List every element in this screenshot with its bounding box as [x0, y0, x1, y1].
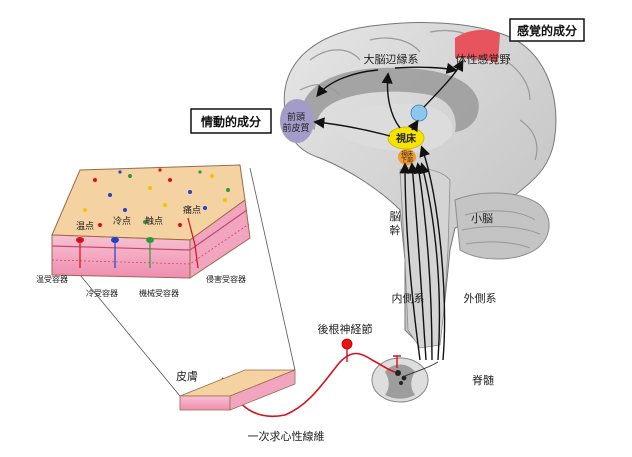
drg-node — [341, 338, 353, 350]
prefrontal-label-1: 前頭 — [287, 111, 305, 123]
somatosensory-label: 体性感覚野 — [456, 52, 511, 66]
large-skin-block — [51, 164, 251, 279]
small-skin-block — [179, 369, 296, 411]
primary-afferent-fiber — [229, 352, 396, 417]
hypothalamus-region — [398, 149, 416, 165]
skin-surface-points — [83, 168, 230, 227]
emotional-component-box — [190, 108, 272, 134]
medial-system-label: 内側系 — [392, 291, 425, 305]
touch-point-label: 触点 — [145, 215, 163, 227]
cold-receptor-label: 冷受容器 — [86, 288, 118, 298]
lateral-system-label: 外側系 — [464, 292, 497, 305]
drg-label: 後根神経節 — [318, 322, 373, 336]
warm-receptor-label: 温受容器 — [36, 274, 68, 284]
blue-node — [410, 104, 428, 122]
thalamus-label: 視床 — [395, 132, 417, 145]
nociceptor-label: 侵害受容器 — [206, 274, 246, 284]
limbic-arc — [300, 67, 479, 132]
thalamus-region — [387, 126, 425, 150]
cerebellum-label: 小脳 — [471, 212, 493, 225]
sensory-component-label: 感覚的成分 — [517, 23, 577, 38]
pain-point-label: 痛点 — [183, 204, 201, 216]
cold-point-label: 冷点 — [113, 215, 131, 227]
hypothalamus-label-1: 視床 — [401, 150, 413, 158]
warm-point-label: 温点 — [76, 221, 94, 232]
brainstem-label-1: 脳 — [390, 210, 401, 223]
spinal-cord — [371, 357, 439, 403]
mechano-receptor-label: 機械受容器 — [139, 288, 179, 298]
skin-label: 皮膚 — [176, 369, 198, 383]
pathway-arrows — [313, 59, 464, 361]
primary-afferent-label: 一次求心性線維 — [248, 429, 325, 443]
emotional-component-label: 情動的成分 — [201, 114, 261, 129]
sensory-component-box — [509, 18, 585, 42]
limbic-system-label: 大脳辺縁系 — [364, 52, 419, 66]
brainstem-label-2: 幹 — [390, 223, 401, 237]
prefrontal-cortex-region — [280, 99, 314, 143]
brainstem-shape — [399, 167, 451, 349]
hypothalamus-label-2: 下部 — [401, 156, 413, 164]
somatosensory-cortex-region — [455, 29, 500, 62]
receptor-endings — [76, 217, 199, 269]
prefrontal-label-2: 前皮質 — [282, 122, 309, 134]
spinal-cord-label: 脊髄 — [472, 373, 494, 387]
cerebellum-shape — [454, 192, 550, 260]
